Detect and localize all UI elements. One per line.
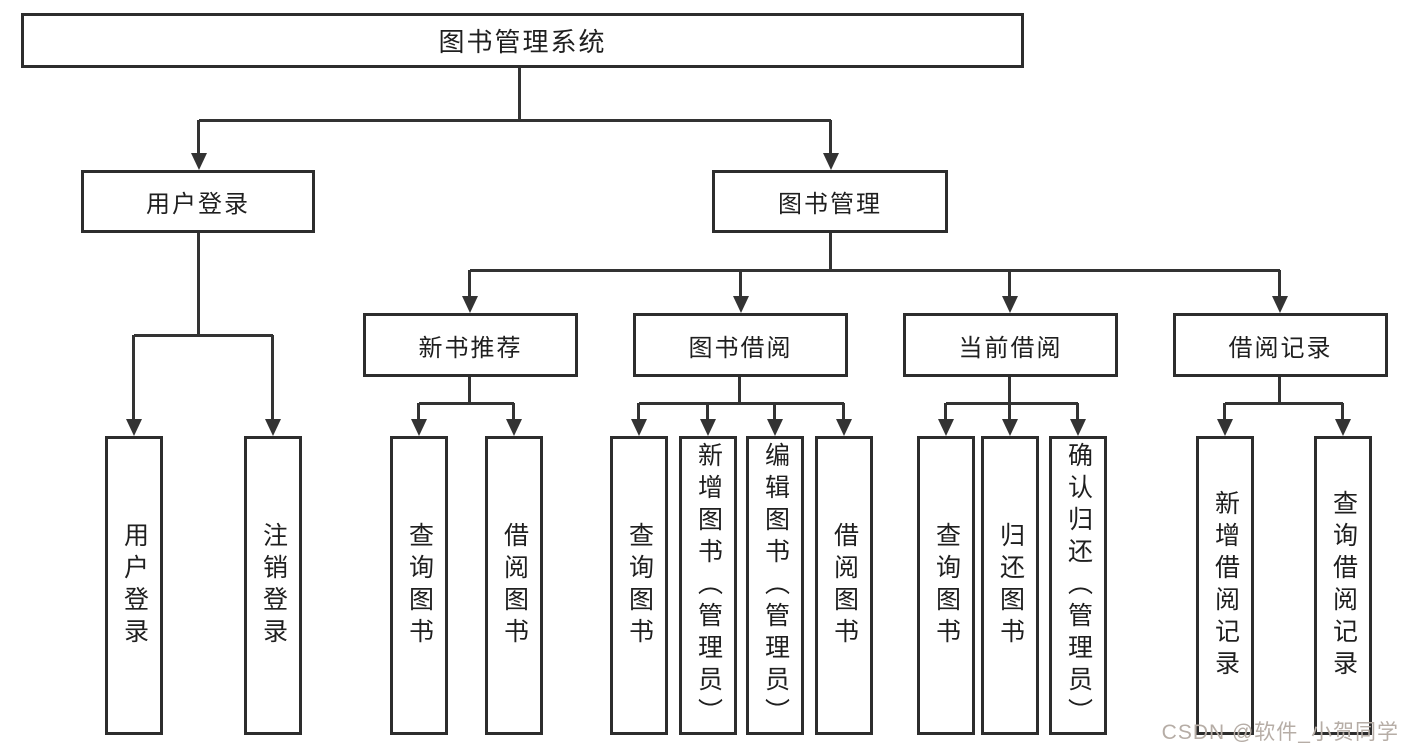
node-label: 借阅图书 xyxy=(500,521,529,650)
connector-line xyxy=(197,120,200,156)
node-user-login-group: 用户登录 xyxy=(81,170,315,233)
arrowhead-down-icon xyxy=(265,419,281,436)
node-label: 新书推荐 xyxy=(418,334,523,362)
connector-line xyxy=(829,233,832,272)
connector-line xyxy=(468,377,471,405)
node-search-book-2: 查询图书 xyxy=(610,436,668,735)
arrowhead-down-icon xyxy=(191,153,207,170)
node-label: 图书管理系统 xyxy=(438,27,607,57)
arrowhead-down-icon xyxy=(462,296,478,313)
arrowhead-down-icon xyxy=(1335,419,1351,436)
node-search-borrow-record: 查询借阅记录 xyxy=(1314,436,1372,735)
node-current-borrow: 当前借阅 xyxy=(903,313,1118,377)
connector-line xyxy=(946,402,1078,405)
connector-line xyxy=(639,402,844,405)
arrowhead-down-icon xyxy=(1070,419,1086,436)
connector-line xyxy=(1223,403,1226,423)
connector-line xyxy=(1278,377,1281,405)
node-label: 查询图书 xyxy=(405,521,434,650)
connector-line xyxy=(637,403,640,423)
arrowhead-down-icon xyxy=(506,419,522,436)
connector-line xyxy=(197,233,200,337)
arrowhead-down-icon xyxy=(1002,296,1018,313)
node-return-book: 归还图书 xyxy=(981,436,1039,735)
connector-line xyxy=(132,335,135,423)
connector-line xyxy=(829,120,832,156)
node-borrow-records: 借阅记录 xyxy=(1173,313,1388,377)
arrowhead-down-icon xyxy=(631,419,647,436)
connector-line xyxy=(706,403,709,423)
connector-line xyxy=(419,402,514,405)
arrowhead-down-icon xyxy=(1217,419,1233,436)
connector-line xyxy=(1076,403,1079,423)
connector-line xyxy=(470,269,1280,272)
node-add-borrow-record: 新增借阅记录 xyxy=(1196,436,1254,735)
connector-line xyxy=(944,403,947,423)
node-borrow-book-1: 借阅图书 xyxy=(485,436,543,735)
node-label: 查询借阅记录 xyxy=(1329,489,1358,682)
connector-line xyxy=(1008,377,1011,405)
node-label: 图书管理 xyxy=(778,191,882,218)
node-label: 当前借阅 xyxy=(958,334,1063,362)
node-label: 新增借阅记录 xyxy=(1211,489,1240,682)
connector-line xyxy=(739,270,742,300)
connector-line xyxy=(1278,270,1281,300)
connector-line xyxy=(738,377,741,405)
node-label: 查询图书 xyxy=(932,521,961,650)
node-label: 编辑图书（管理员） xyxy=(761,441,790,730)
connector-line xyxy=(1225,402,1343,405)
node-label: 注销登录 xyxy=(259,521,288,650)
connector-line xyxy=(417,403,420,423)
node-confirm-return-admin: 确认归还（管理员） xyxy=(1049,436,1107,735)
node-add-book-admin: 新增图书（管理员） xyxy=(679,436,737,735)
node-user-login: 用户登录 xyxy=(105,436,163,735)
arrowhead-down-icon xyxy=(411,419,427,436)
csdn-watermark: CSDN @软件_小贺同学 xyxy=(1161,721,1399,744)
arrowhead-down-icon xyxy=(836,419,852,436)
arrowhead-down-icon xyxy=(767,419,783,436)
node-library-system: 图书管理系统 xyxy=(21,13,1024,68)
node-label: 查询图书 xyxy=(625,521,654,650)
connector-line xyxy=(842,403,845,423)
node-label: 确认归还（管理员） xyxy=(1064,441,1093,730)
node-label: 借阅记录 xyxy=(1228,334,1333,362)
node-new-book-recommend: 新书推荐 xyxy=(363,313,578,377)
connector-line xyxy=(134,334,273,337)
node-label: 新增图书（管理员） xyxy=(694,441,723,730)
connector-line xyxy=(271,335,274,423)
connector-line xyxy=(468,270,471,300)
node-label: 借阅图书 xyxy=(830,521,859,650)
node-search-book-3: 查询图书 xyxy=(917,436,975,735)
node-book-borrow: 图书借阅 xyxy=(633,313,848,377)
arrowhead-down-icon xyxy=(823,153,839,170)
connector-line xyxy=(512,403,515,423)
node-borrow-book-2: 借阅图书 xyxy=(815,436,873,735)
node-book-management: 图书管理 xyxy=(712,170,948,233)
arrowhead-down-icon xyxy=(938,419,954,436)
arrowhead-down-icon xyxy=(1272,296,1288,313)
connector-line xyxy=(518,68,521,121)
node-label: 归还图书 xyxy=(996,521,1025,650)
arrowhead-down-icon xyxy=(733,296,749,313)
connector-line xyxy=(1008,403,1011,423)
node-label: 图书借阅 xyxy=(688,334,793,362)
arrowhead-down-icon xyxy=(126,419,142,436)
arrowhead-down-icon xyxy=(1002,419,1018,436)
connector-line xyxy=(199,119,831,122)
arrowhead-down-icon xyxy=(700,419,716,436)
node-edit-book-admin: 编辑图书（管理员） xyxy=(746,436,804,735)
node-label: 用户登录 xyxy=(120,521,149,650)
node-logout: 注销登录 xyxy=(244,436,302,735)
node-label: 用户登录 xyxy=(146,191,250,218)
node-search-book-1: 查询图书 xyxy=(390,436,448,735)
connector-line xyxy=(1008,270,1011,300)
connector-line xyxy=(1341,403,1344,423)
connector-line xyxy=(773,403,776,423)
